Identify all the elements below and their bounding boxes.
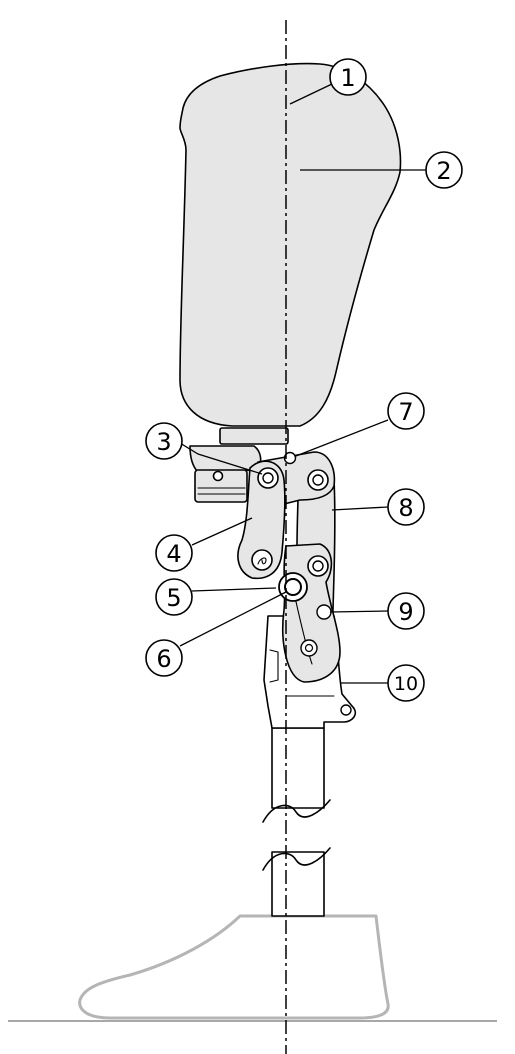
foot-shell [78,914,390,1020]
joint-screw-upper-rear [307,469,329,491]
joint-screw-lower-link [300,639,318,657]
callout-6: 6 [145,639,183,677]
callout-1-label: 1 [340,64,355,92]
callout-8-label: 8 [398,494,413,522]
stop-screw [283,451,297,465]
callout-2: 2 [425,151,463,189]
callout-10: 10 [387,664,425,702]
callout-5: 5 [155,578,193,616]
callout-7-label: 7 [398,398,413,426]
socket-adapter [219,427,289,445]
callout-10-label: 10 [394,673,418,695]
leader-lines [179,83,426,684]
callout-7: 7 [387,392,425,430]
callout-5-label: 5 [166,584,181,612]
callout-4: 4 [155,534,193,572]
callout-9: 9 [387,592,425,630]
front-link [237,460,286,580]
callout-4-label: 4 [166,540,181,568]
joint-screw-upper-front [257,467,279,489]
clamp-screw [340,704,352,716]
socket-shell [179,62,402,427]
callout-3: 3 [145,422,183,460]
callout-3-label: 3 [156,428,171,456]
joint-screw-main [278,572,308,602]
callout-1: 1 [329,58,367,96]
pylon-tube [262,727,331,917]
callout-9-label: 9 [398,598,413,626]
callout-6-label: 6 [156,645,171,673]
callout-8: 8 [387,488,425,526]
callout-2-label: 2 [436,157,451,185]
joint-screw-rear-small [316,604,332,620]
joint-screw-lower-rear [307,555,329,577]
